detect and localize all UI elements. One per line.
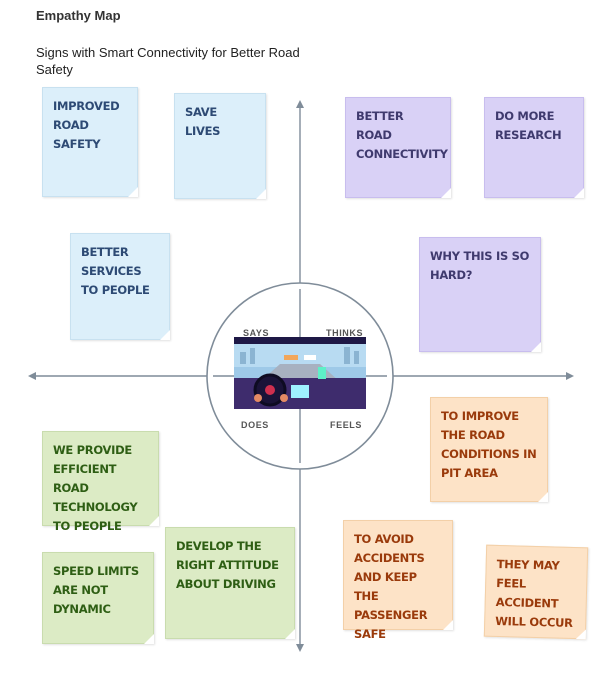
quadrant-label-does: DOES (241, 420, 269, 430)
sticky-note-save-lives[interactable]: SAVE LIVES (174, 93, 266, 199)
sticky-note-accident-will-occur[interactable]: THEY MAY FEEL ACCIDENT WILL OCCUR (483, 544, 589, 640)
quadrant-label-says: SAYS (243, 328, 270, 338)
sticky-note-efficient-road-tech[interactable]: WE PROVIDE EFFICIENT ROAD TECHNOLOGY TO … (42, 431, 159, 533)
sticky-note-avoid-accidents[interactable]: TO AVOID ACCIDENTS AND KEEP THE PASSENGE… (343, 520, 453, 641)
sticky-note-better-road-connectivity[interactable]: BETTER ROAD CONNECTIVITY (345, 97, 451, 198)
sticky-note-right-attitude[interactable]: DEVELOP THE RIGHT ATTITUDE ABOUT DRIVING (165, 527, 295, 639)
quadrant-label-feels: FEELS (330, 420, 363, 430)
sticky-note-improved-road-safety[interactable]: IMPROVED ROAD SAFETY (42, 87, 138, 197)
sticky-note-better-services[interactable]: BETTER SERVICES TO PEOPLE (70, 233, 170, 340)
sticky-note-improve-road-conditions[interactable]: TO IMPROVE THE ROAD CONDITIONS IN PIT AR… (430, 397, 548, 502)
page-title: Empathy Map (36, 8, 121, 23)
sticky-note-speed-limits[interactable]: SPEED LIMITS ARE NOT DYNAMIC (42, 552, 154, 644)
car-dashboard-illustration (234, 337, 366, 409)
page-subtitle: Signs with Smart Connectivity for Better… (36, 45, 300, 77)
quadrant-label-thinks: THINKS (326, 328, 364, 338)
sticky-note-do-more-research[interactable]: DO MORE RESEARCH (484, 97, 584, 198)
sticky-note-why-so-hard[interactable]: WHY THIS IS SO HARD? (419, 237, 541, 352)
